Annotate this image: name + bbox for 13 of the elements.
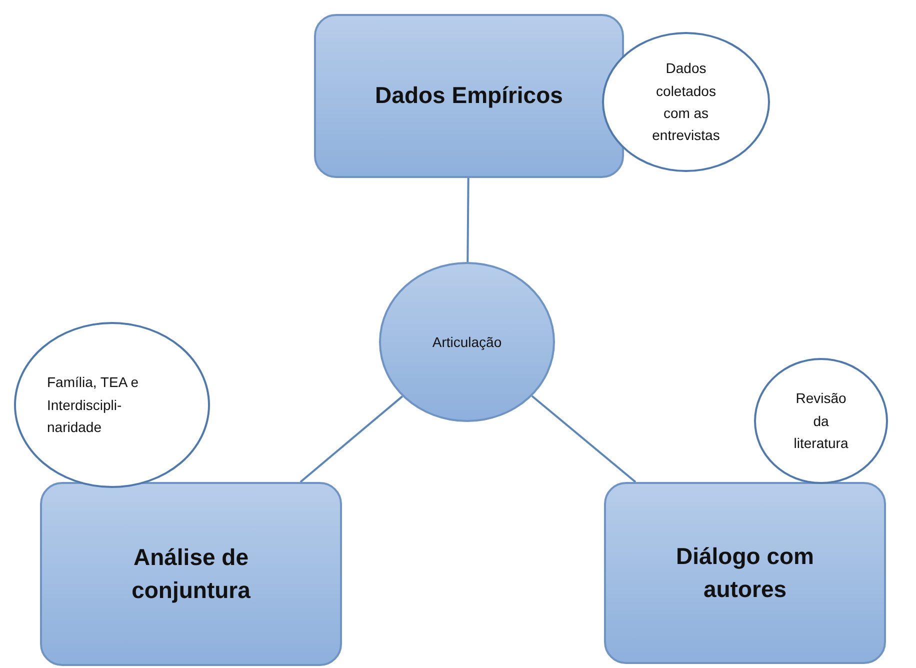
rounded-box [314, 14, 624, 178]
node-label: Dados Empíricos [374, 81, 564, 110]
connector-line [466, 178, 470, 262]
rounded-box [40, 482, 342, 666]
connector-line [300, 396, 404, 483]
node-label: Articulação [431, 334, 503, 350]
node-label: Análise de conjuntura [130, 542, 252, 605]
node-label: Dados coletados com as entrevistas [651, 59, 721, 146]
node-label: Diálogo com autores [674, 542, 815, 604]
node-label: Família, TEA e Interdiscipli- naridade [47, 373, 140, 438]
connector-line [531, 395, 636, 483]
node-label: Revisão da literatura [792, 389, 850, 454]
rounded-box [604, 482, 886, 664]
